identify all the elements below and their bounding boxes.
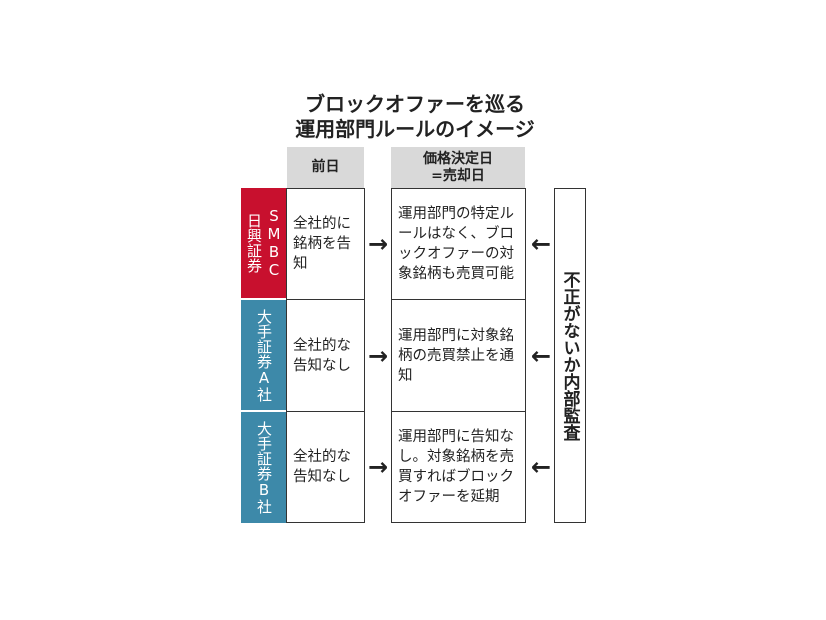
company-label-b: 大手証券B社 (241, 412, 286, 523)
header-pricing-day: 価格決定日=売却日 (391, 147, 525, 188)
internal-audit-label: 不正がないか内部監査 (559, 270, 580, 441)
company-name-prefix: SMBC (265, 207, 283, 279)
title-line-1: ブロックオファーを巡る (305, 92, 525, 116)
company-label-smbc-nikko: 日興証券 SMBC (241, 188, 286, 300)
header-prev-day: 前日 (287, 147, 364, 188)
right-arrow-icon: → (367, 230, 389, 258)
company-name: 大手証券A社 (255, 308, 273, 402)
pricing-day-cell: 運用部門の特定ルールはなく、ブロックオファーの対象銘柄も売買可能 (391, 188, 526, 300)
prev-day-text: 全社的な告知なし (293, 337, 351, 374)
prev-day-cell: 全社的な告知なし (286, 411, 365, 523)
prev-day-cell: 全社的に銘柄を告知 (286, 188, 365, 300)
left-arrow-icon: ← (530, 230, 552, 258)
header-prev-day-label: 前日 (311, 159, 340, 175)
header-pricing-day-sub: =売却日 (431, 167, 485, 184)
pricing-day-text: 運用部門の特定ルールはなく、ブロックオファーの対象銘柄も売買可能 (398, 206, 514, 282)
left-arrow-icon: ← (530, 342, 552, 370)
pricing-day-cell: 運用部門に告知なし。対象銘柄を売買すればブロックオファーを延期 (391, 411, 526, 523)
internal-audit-box: 不正がないか内部監査 (554, 188, 586, 523)
company-name: 日興証券 (245, 213, 263, 273)
pricing-day-cell: 運用部門に対象銘柄の売買禁止を通知 (391, 299, 526, 412)
pricing-day-text: 運用部門に告知なし。対象銘柄を売買すればブロックオファーを延期 (398, 429, 514, 505)
title-line-2: 運用部門ルールのイメージ (295, 117, 535, 141)
header-pricing-day-label: 価格決定日 (423, 150, 493, 167)
prev-day-cell: 全社的な告知なし (286, 299, 365, 412)
right-arrow-icon: → (367, 453, 389, 481)
left-arrow-icon: ← (530, 453, 552, 481)
prev-day-text: 全社的に銘柄を告知 (293, 216, 351, 272)
company-label-a: 大手証券A社 (241, 300, 286, 412)
right-arrow-icon: → (367, 342, 389, 370)
company-name: 大手証券B社 (255, 421, 273, 514)
pricing-day-text: 運用部門に対象銘柄の売買禁止を通知 (398, 327, 514, 384)
prev-day-text: 全社的な告知なし (293, 449, 351, 485)
